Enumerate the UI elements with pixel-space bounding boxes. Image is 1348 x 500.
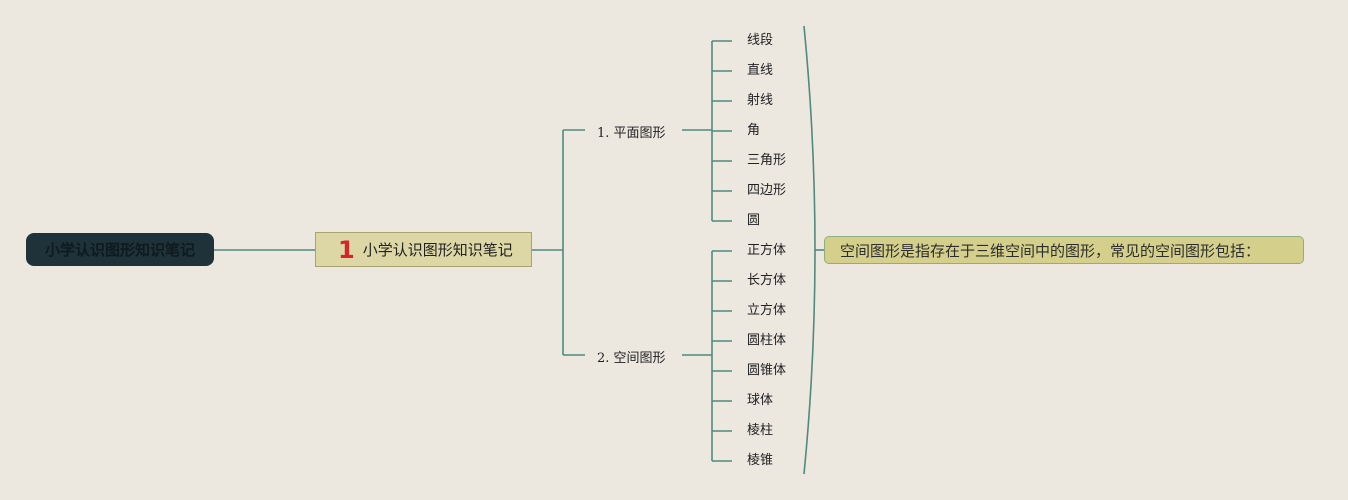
branch-space-shapes[interactable]: 2. 空间图形 <box>597 347 666 366</box>
branch-label: 1. 平面图形 <box>597 126 666 141</box>
leaf-straight-line[interactable]: 直线 <box>747 63 774 78</box>
number-one-icon: 1 <box>338 235 355 264</box>
leaf-angle[interactable]: 角 <box>747 123 761 138</box>
main-topic[interactable]: 1 小学认识图形知识笔记 <box>315 232 532 267</box>
leaf-circle[interactable]: 圆 <box>747 213 761 228</box>
leaf-ray[interactable]: 射线 <box>747 93 774 108</box>
leaf-line-segment[interactable]: 线段 <box>747 33 774 48</box>
leaf-cylinder[interactable]: 圆柱体 <box>747 333 787 348</box>
leaf-cuboid[interactable]: 长方体 <box>747 273 787 288</box>
branch-plane-shapes[interactable]: 1. 平面图形 <box>597 122 666 141</box>
leaf-triangle[interactable]: 三角形 <box>747 153 787 168</box>
branch-label: 2. 空间图形 <box>597 351 666 366</box>
summary-bracket <box>803 25 816 475</box>
summary-text: 空间图形是指存在于三维空间中的图形，常见的空间图形包括： <box>840 241 1261 260</box>
root-topic[interactable]: 小学认识图形知识笔记 <box>26 233 214 266</box>
leaf-quadrilateral[interactable]: 四边形 <box>747 183 787 198</box>
main-topic-label: 小学认识图形知识笔记 <box>362 241 513 259</box>
leaf-cone[interactable]: 圆锥体 <box>747 363 787 378</box>
root-topic-label: 小学认识图形知识笔记 <box>44 241 195 259</box>
leaf-square-cube[interactable]: 正方体 <box>747 243 787 258</box>
leaf-cube[interactable]: 立方体 <box>747 303 787 318</box>
leaf-prism[interactable]: 棱柱 <box>747 423 774 438</box>
leaf-pyramid[interactable]: 棱锥 <box>747 453 774 468</box>
summary-topic[interactable]: 空间图形是指存在于三维空间中的图形，常见的空间图形包括： <box>824 236 1304 264</box>
leaf-sphere[interactable]: 球体 <box>747 393 774 408</box>
